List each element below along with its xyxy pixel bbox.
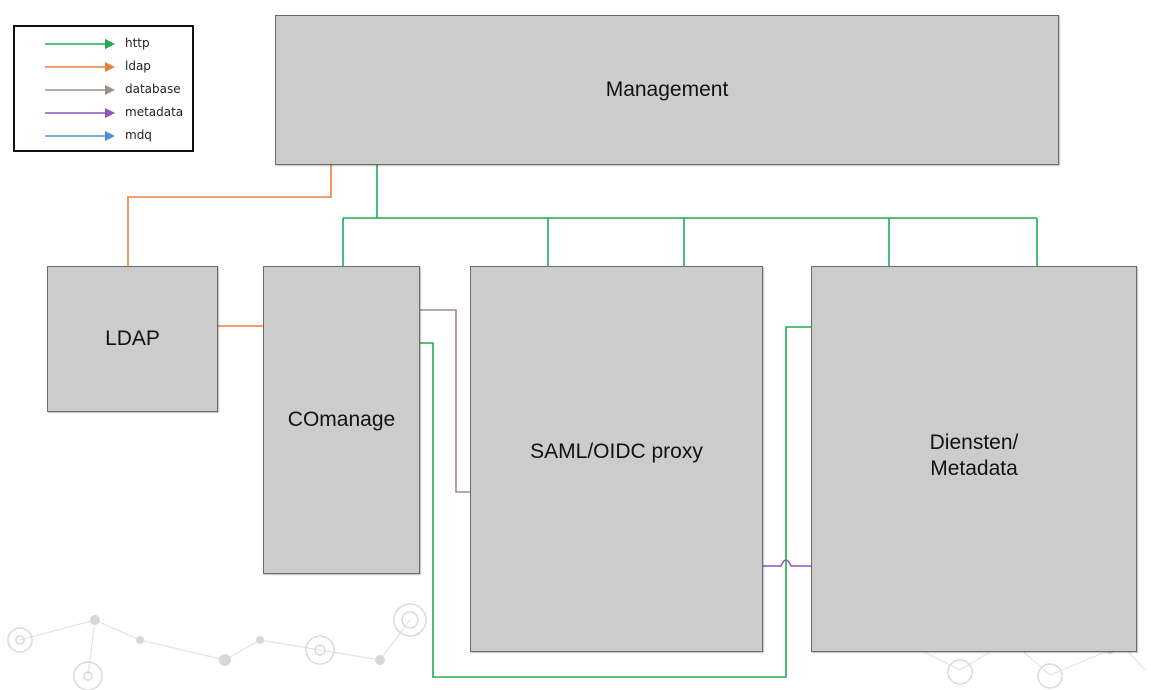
- legend-label: http: [125, 36, 150, 50]
- mdq-arrow-icon: [45, 131, 115, 141]
- http-bus: [342, 165, 1038, 266]
- http-connector-comanage-diensten: [420, 326, 811, 678]
- node-label: COmanage: [287, 407, 396, 431]
- legend-item-mdq: mdq: [15, 127, 192, 145]
- database-arrow-icon: [45, 85, 115, 95]
- http-arrow-icon: [45, 39, 115, 49]
- legend: http ldap database metadata: [13, 25, 194, 152]
- node-diensten-metadata[interactable]: Diensten/ Metadata: [811, 266, 1137, 652]
- database-connector: [420, 309, 470, 493]
- node-management[interactable]: Management: [275, 15, 1059, 165]
- node-label: LDAP: [105, 326, 160, 350]
- metadata-connector: [763, 559, 811, 567]
- legend-label: metadata: [125, 105, 184, 119]
- legend-item-ldap: ldap: [15, 58, 192, 76]
- metadata-arrow-icon: [45, 108, 115, 118]
- node-saml-oidc-proxy[interactable]: SAML/OIDC proxy: [470, 266, 763, 652]
- legend-label: database: [125, 82, 181, 96]
- node-label: Management: [605, 77, 729, 101]
- ldap-arrow-icon: [45, 62, 115, 72]
- legend-item-http: http: [15, 35, 192, 53]
- legend-item-database: database: [15, 81, 192, 99]
- node-label: Diensten/ Metadata: [929, 430, 1019, 480]
- ldap-connector-management: [127, 165, 332, 266]
- node-label: SAML/OIDC proxy: [530, 439, 703, 463]
- legend-item-metadata: metadata: [15, 104, 192, 122]
- node-ldap[interactable]: LDAP: [47, 266, 218, 412]
- legend-label: ldap: [125, 59, 151, 73]
- legend-label: mdq: [125, 128, 152, 142]
- node-comanage[interactable]: COmanage: [263, 266, 420, 574]
